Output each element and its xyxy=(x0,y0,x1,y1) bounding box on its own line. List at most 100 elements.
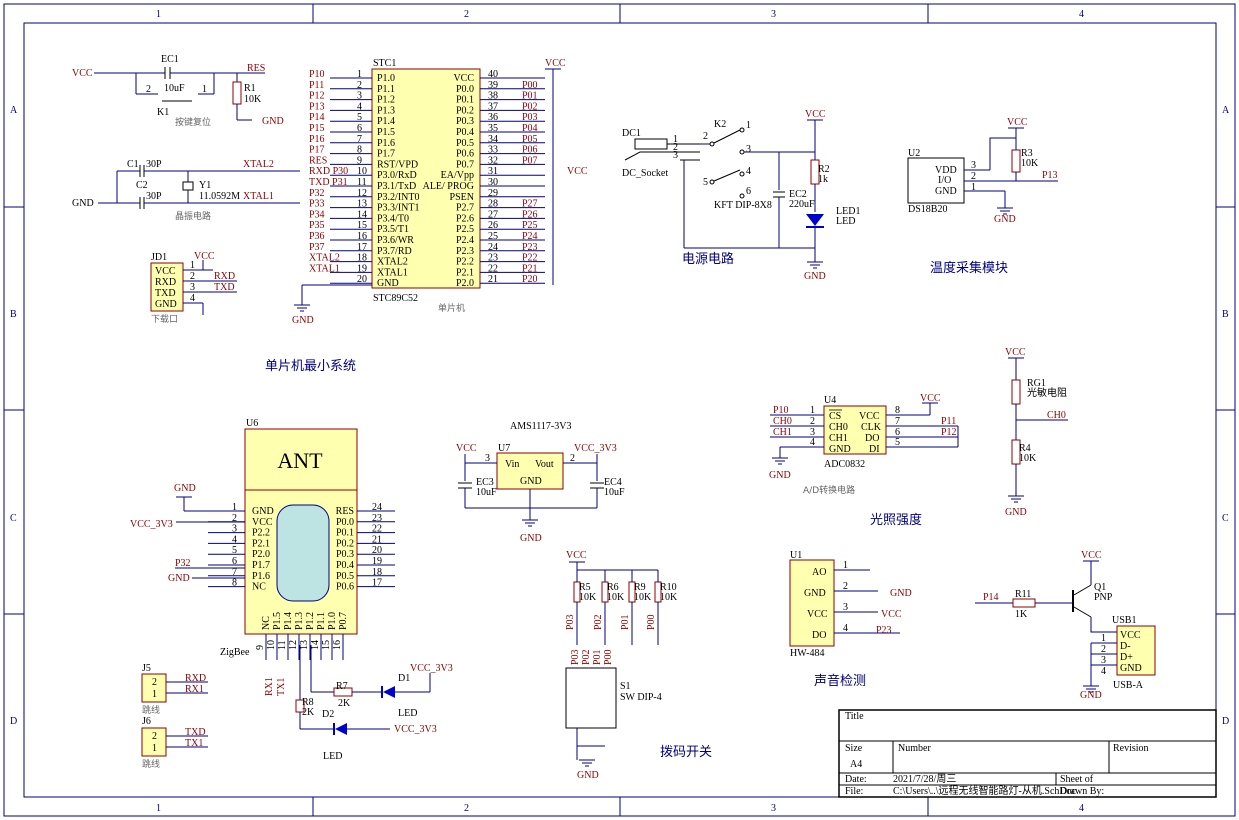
sound-pin: DO xyxy=(812,630,826,641)
jd1-label: JD1 xyxy=(151,252,167,263)
zigbee-pin-num: 10 xyxy=(266,640,277,650)
drawn-field: Drawn By: xyxy=(1060,786,1104,797)
zigbee-pin-num: 9 xyxy=(255,645,266,650)
gnd-label: GND xyxy=(804,271,826,282)
col-label: 2 xyxy=(464,803,469,814)
zigbee-pin-name: P1.1 xyxy=(316,612,327,630)
stc-net: RES xyxy=(309,155,327,166)
stc-pin-name: P0.1 xyxy=(456,95,474,106)
col-label: 4 xyxy=(1079,9,1084,20)
stc-pin-num: 8 xyxy=(357,145,362,156)
zigbee-pin-name: P1.2 xyxy=(305,612,316,630)
stc-pin-num: 19 xyxy=(357,263,367,274)
stc-pin-name: GND xyxy=(377,278,399,289)
zigbee-pin-name: P0.1 xyxy=(336,528,354,539)
txd-net: TXD xyxy=(214,282,235,293)
title-block: Title Size A4 Number Revision Date: 2021… xyxy=(838,709,1217,798)
dc1-part: DC_Socket xyxy=(622,168,668,179)
stc-part: STC89C52 xyxy=(373,293,418,304)
adc-pin: CS xyxy=(829,411,841,422)
zigbee-pin-name: P0.5 xyxy=(336,571,354,582)
stc-net: P01 xyxy=(522,91,538,102)
stc-net: P15 xyxy=(309,123,325,134)
zigbee-pin-name: NC xyxy=(261,616,272,630)
adc-num: 3 xyxy=(810,427,815,438)
dip-net: P02 xyxy=(581,649,592,665)
rg1-value: 光敏电阻 xyxy=(1027,386,1067,399)
stc-pin-name: P2.4 xyxy=(456,235,474,246)
adc-part: ADC0832 xyxy=(824,459,865,470)
stc-pin-name: P1.1 xyxy=(377,84,395,95)
rxd-net: RXD xyxy=(214,271,235,282)
sound-num: 2 xyxy=(843,581,848,592)
zigbee-pin-num: 23 xyxy=(372,513,382,524)
dip-title: 拨码开关 xyxy=(660,745,712,760)
stc-pin-name: P1.2 xyxy=(377,95,395,106)
zigbee-pin-num: 14 xyxy=(310,640,321,650)
zigbee-pin-name: RES xyxy=(336,506,354,517)
stc-net: P21 xyxy=(522,263,538,274)
sound-pin: VCC xyxy=(807,609,828,620)
dc1-label: DC1 xyxy=(622,128,641,139)
stc-net: VCC xyxy=(567,166,588,177)
stc-pin-name: PSEN xyxy=(450,192,474,203)
temperature-title: 温度采集模块 xyxy=(930,260,1008,276)
y1-value: 11.0592M xyxy=(199,191,240,202)
stc-net: P14 xyxy=(309,112,325,123)
file-field: File: xyxy=(845,786,863,797)
k1-label: K1 xyxy=(157,107,169,118)
stc-pin-name: P1.5 xyxy=(377,127,395,138)
dip-net: P01 xyxy=(620,614,631,630)
p32-net: P32 xyxy=(175,558,191,569)
stc-pin-num: 36 xyxy=(488,112,498,123)
stc-net: P05 xyxy=(522,134,538,145)
jd1-pin: RXD xyxy=(155,277,176,288)
vcc-label: VCC xyxy=(545,58,566,69)
stc-pin-name: P0.0 xyxy=(456,84,474,95)
r1-label: R1 xyxy=(244,83,256,94)
r4-label: R4 xyxy=(1019,443,1031,454)
k2-pin: 2 xyxy=(703,131,708,142)
led1-value: LED xyxy=(836,216,855,227)
stc-net: P07 xyxy=(522,155,538,166)
jd1-num: 2 xyxy=(190,271,195,282)
zigbee-pin-name: P1.3 xyxy=(294,612,305,630)
k2-pin: 5 xyxy=(703,177,708,188)
col-label: 1 xyxy=(156,803,161,814)
stc-pin-num: 15 xyxy=(357,220,367,231)
zigbee-pin-num: 24 xyxy=(372,502,382,513)
stc-pin-num: 7 xyxy=(357,134,362,145)
zigbee-pin-name: P1.6 xyxy=(252,571,270,582)
zigbee-pin-name: P2.1 xyxy=(252,538,270,549)
dc1-pin: 3 xyxy=(673,150,678,161)
date-value: 2021/7/28/周三 xyxy=(893,773,956,785)
stc-pin-num: 17 xyxy=(357,242,367,253)
j5-num: 1 xyxy=(152,689,157,700)
adc-pin: CLK xyxy=(861,422,882,433)
ldo-vout: Vout xyxy=(535,459,554,470)
vcc-label: VCC xyxy=(805,109,826,120)
ldo-gnd: GND xyxy=(520,476,542,487)
mcu-caption: 单片机 xyxy=(438,302,465,314)
k2-pin: 3 xyxy=(746,144,751,155)
stc-pin-num: 12 xyxy=(357,188,367,199)
stc-pin-name: P3.5/T1 xyxy=(377,224,409,235)
row-label: C xyxy=(1222,513,1229,524)
adc-net: P10 xyxy=(773,405,789,416)
adc-pin: DI xyxy=(869,444,880,455)
usb-num: 2 xyxy=(1101,644,1106,655)
adc-num: 5 xyxy=(895,437,900,448)
jd1-pin: GND xyxy=(155,299,177,310)
j5-net: RXD xyxy=(185,673,206,684)
stc-pin-num: 22 xyxy=(488,263,498,274)
zigbee-pin-num: 8 xyxy=(232,578,237,589)
k1-pin1: 1 xyxy=(202,84,207,95)
stc-net: P36 xyxy=(309,231,325,242)
jd1-pin: VCC xyxy=(155,266,176,277)
stc-pin-name: P1.6 xyxy=(377,138,395,149)
stc-pin-num: 23 xyxy=(488,253,498,264)
row-label: A xyxy=(1222,105,1230,116)
stc-pin-name: P0.3 xyxy=(456,116,474,127)
usb-pin: GND xyxy=(1120,663,1142,674)
stc-pin-num: 26 xyxy=(488,220,498,231)
